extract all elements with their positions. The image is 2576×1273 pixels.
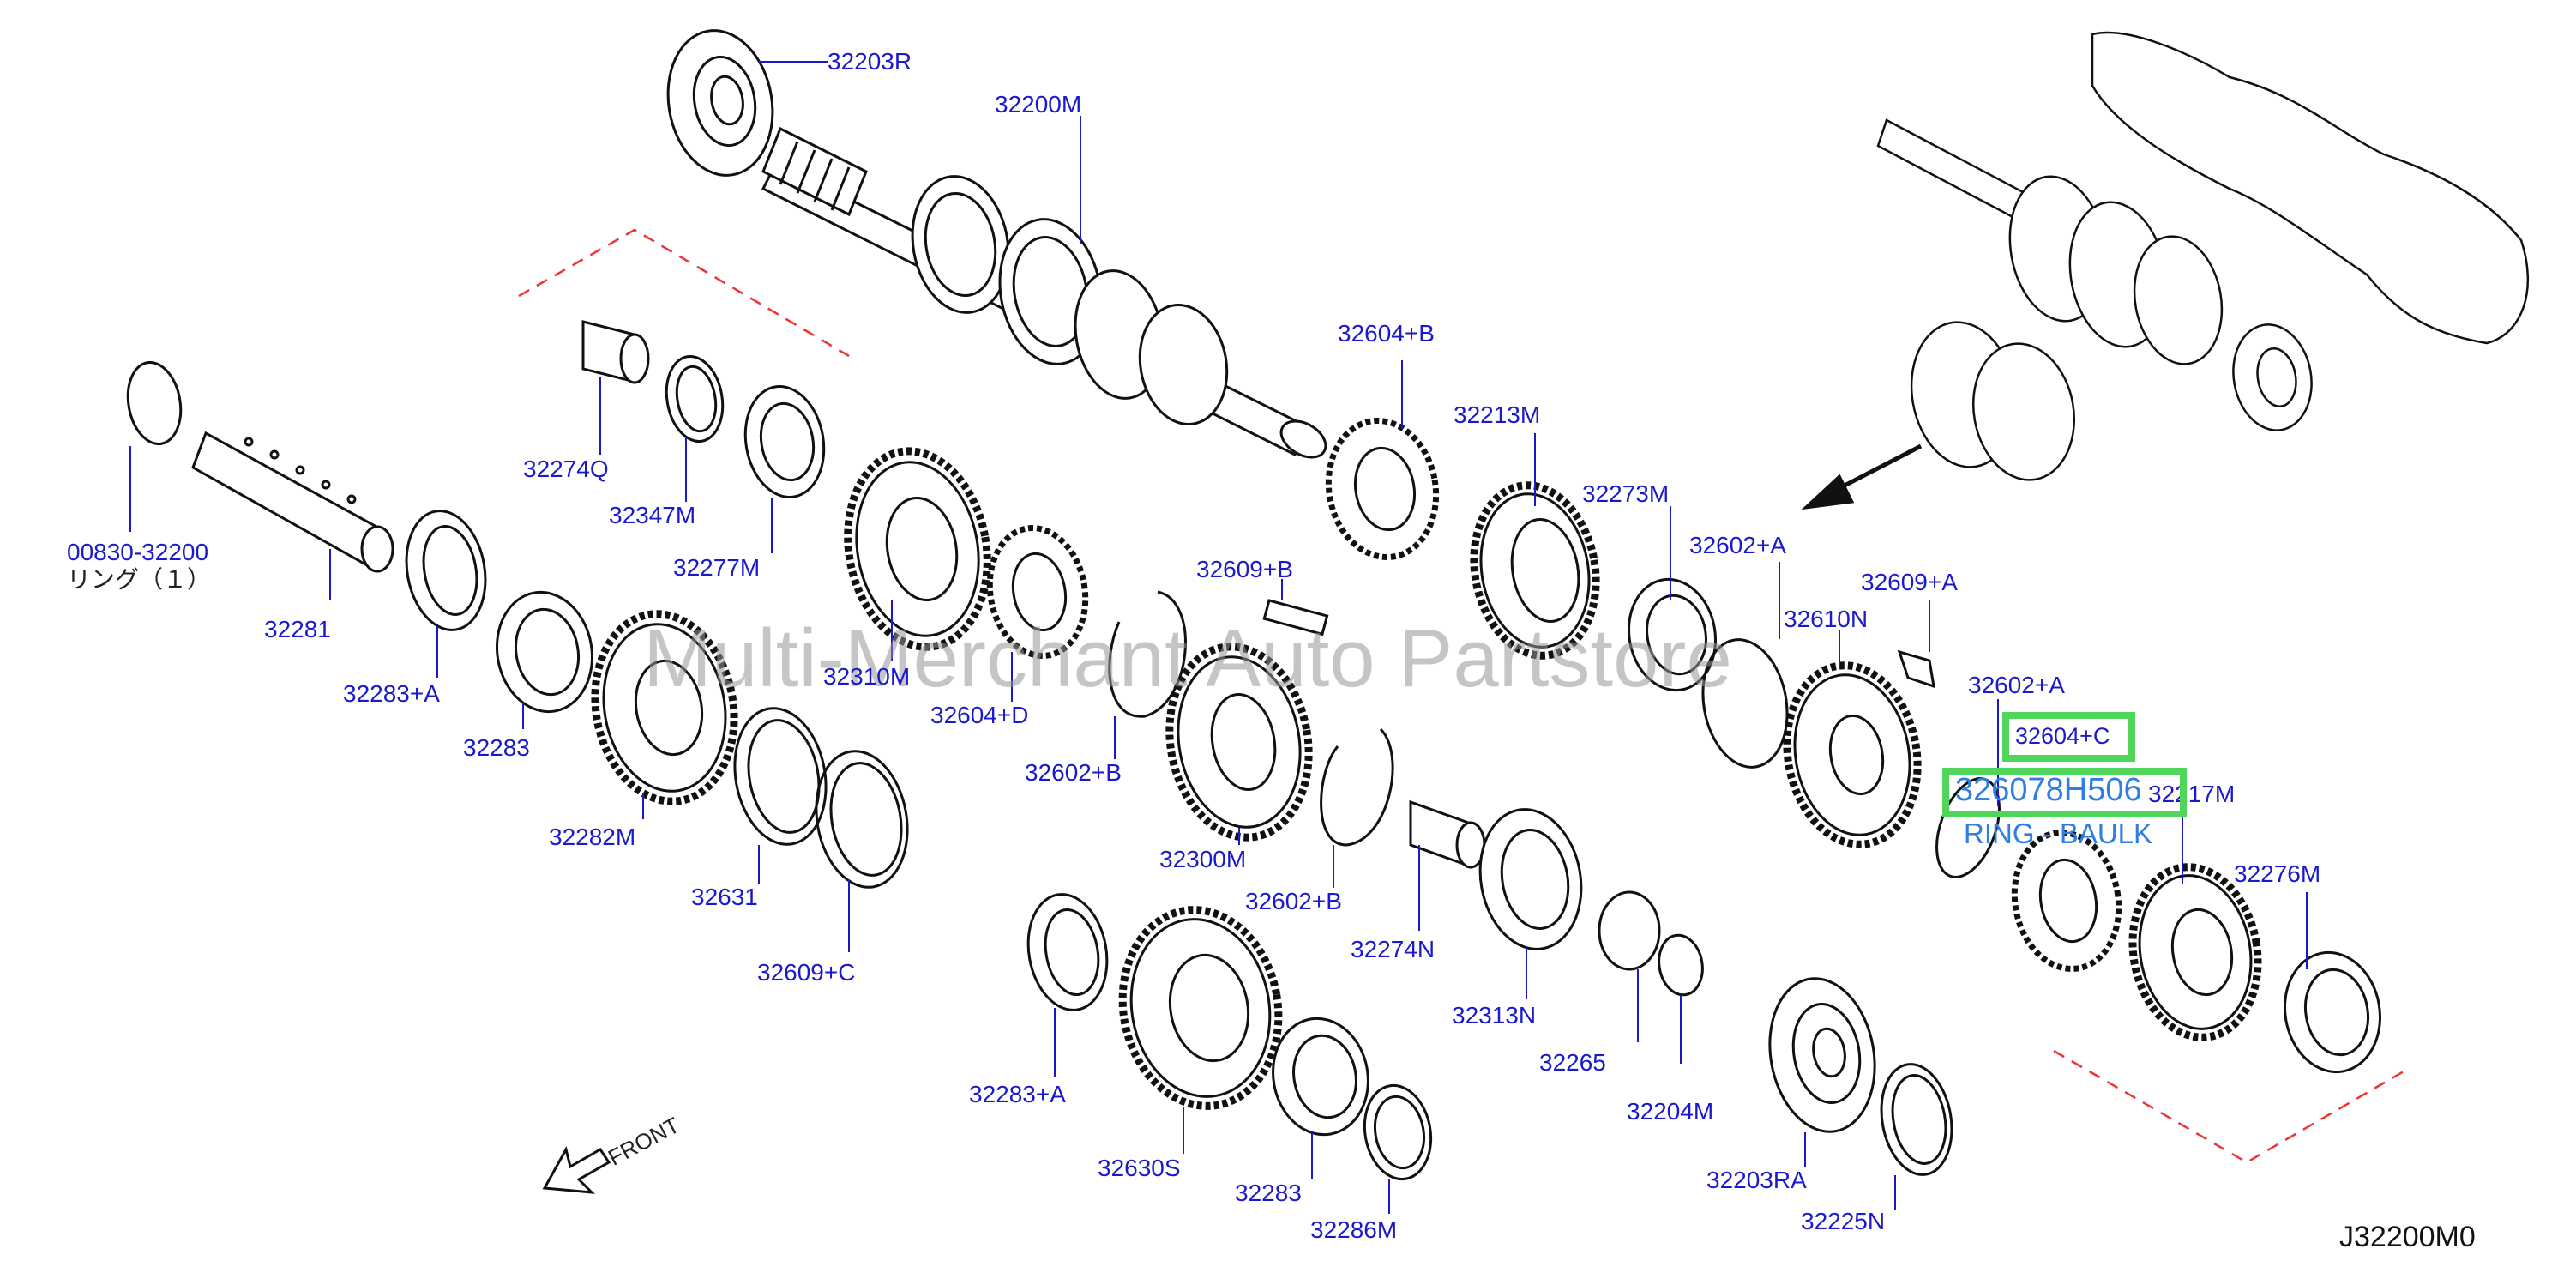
highlight-box-part-number[interactable]: [1942, 768, 2187, 817]
part-label[interactable]: リング（１）: [67, 566, 212, 593]
part-label[interactable]: 32273M: [1582, 480, 1670, 507]
part-label[interactable]: 32602+B: [1245, 888, 1342, 914]
mainshaft-icon: [761, 126, 1327, 459]
sleeve-icon: [1478, 808, 1583, 950]
gear-icon: [844, 447, 991, 651]
part-label[interactable]: 32204M: [1627, 1098, 1714, 1125]
gear-icon: [1165, 643, 1313, 842]
highlight-part-number[interactable]: 326078H506: [1955, 772, 2142, 808]
washer-icon: [1363, 1083, 1433, 1181]
part-label[interactable]: 32203R: [828, 48, 912, 75]
part-label[interactable]: 32609+C: [757, 959, 856, 986]
part-label[interactable]: 32281: [264, 616, 331, 643]
part-label[interactable]: 32213M: [1454, 401, 1541, 428]
highlight-box-label[interactable]: [2002, 712, 2135, 762]
part-label[interactable]: 32283+A: [343, 680, 440, 707]
part-label[interactable]: 32277M: [673, 554, 761, 581]
gear-icon: [591, 610, 738, 805]
part-label[interactable]: 32265: [1539, 1049, 1606, 1076]
ring-icon: [733, 707, 828, 846]
part-label[interactable]: 32347M: [609, 502, 696, 528]
gear-icon: [1470, 481, 1600, 660]
seal-ring-icon: [405, 510, 487, 631]
part-label[interactable]: 32225N: [1801, 1208, 1886, 1234]
seal-ring-icon: [1026, 893, 1109, 1011]
washer-icon: [1880, 1063, 1953, 1176]
watermark: Multi-Merchant Auto Partstore: [643, 612, 1732, 704]
snap-ring-icon: [1108, 590, 1187, 718]
part-label[interactable]: 32631: [691, 884, 758, 910]
needle-bearing-icon: [743, 385, 826, 498]
gear-icon: [2128, 863, 2262, 1041]
needle-bearing-icon: [2283, 950, 2382, 1074]
part-label[interactable]: 32282M: [549, 824, 636, 850]
snap-ring-icon: [1701, 638, 1789, 769]
part-label[interactable]: 32602+A: [1968, 672, 2065, 698]
part-label[interactable]: 32283: [463, 734, 530, 761]
synchro-hub-icon: [2011, 830, 2122, 972]
part-label[interactable]: 32604+B: [1338, 320, 1435, 347]
part-label[interactable]: 32602+A: [1689, 532, 1786, 558]
part-label[interactable]: 32283: [1235, 1179, 1302, 1206]
part-label[interactable]: 32274Q: [523, 456, 609, 482]
countershaft-icon: [191, 431, 394, 573]
key-icon: [1897, 649, 1935, 689]
gear-icon: [1118, 906, 1283, 1110]
key-icon: [1262, 599, 1329, 636]
part-label[interactable]: 32203RA: [1706, 1167, 1807, 1193]
part-label[interactable]: 32276M: [2234, 860, 2321, 887]
ring-icon: [815, 750, 909, 889]
part-label[interactable]: 32602+B: [1025, 759, 1122, 786]
diagram-code: J32200M0: [2339, 1221, 2476, 1253]
part-label[interactable]: 32610N: [1784, 606, 1869, 632]
bearing-icon: [666, 29, 774, 177]
circlip-icon: [126, 360, 183, 446]
part-label[interactable]: 32283+A: [969, 1081, 1066, 1107]
snap-ring-icon: [1320, 727, 1394, 847]
needle-bearing-icon: [495, 590, 594, 714]
part-label[interactable]: 32217M: [2148, 781, 2236, 807]
bearing-icon: [1768, 977, 1876, 1133]
part-label[interactable]: 00830-32200: [67, 539, 209, 565]
bushing-icon: [581, 320, 650, 384]
part-label[interactable]: 32630S: [1098, 1155, 1181, 1181]
washer-icon: [1658, 933, 1704, 997]
washer-icon: [665, 354, 725, 443]
bushing-icon: [1409, 799, 1486, 869]
synchro-hub-icon: [1325, 417, 1440, 561]
highlight-label[interactable]: 32604+C: [2015, 723, 2110, 749]
part-label[interactable]: 32300M: [1159, 846, 1247, 872]
bushing-icon: [1598, 890, 1661, 971]
part-label[interactable]: 32286M: [1310, 1216, 1398, 1243]
snap-ring-icon: [1935, 777, 2001, 878]
part-label[interactable]: 32604+D: [930, 702, 1029, 728]
direction-arrow-icon: [1801, 443, 1923, 510]
front-arrow-icon: [542, 1145, 611, 1194]
part-label[interactable]: 32274N: [1351, 936, 1435, 962]
assembly-inset-icon: [1876, 31, 2529, 481]
highlight-part-name: RING - BAULK: [1964, 817, 2153, 849]
part-label[interactable]: 32313N: [1452, 1002, 1537, 1029]
part-label[interactable]: 32200M: [995, 91, 1082, 118]
synchro-hub-icon: [986, 525, 1089, 659]
part-label[interactable]: 32310M: [823, 663, 911, 690]
part-label[interactable]: 32609+B: [1196, 556, 1293, 582]
gear-icon: [1783, 661, 1922, 848]
part-label[interactable]: 32609+A: [1861, 569, 1958, 595]
